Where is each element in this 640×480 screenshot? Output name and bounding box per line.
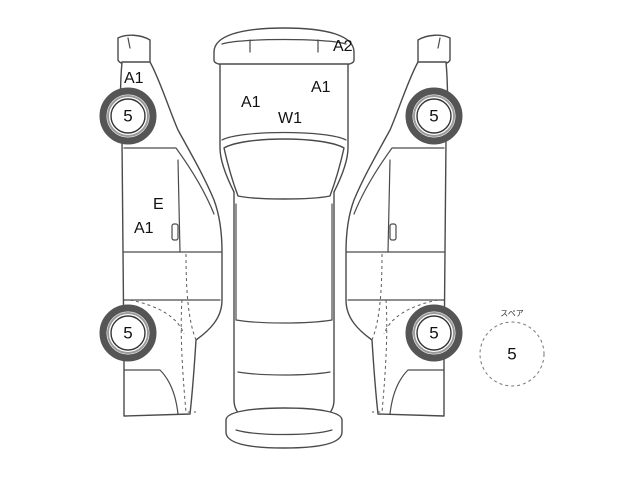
tire-front-left: 5	[99, 87, 157, 145]
spare-tire: スペア 5	[479, 309, 545, 387]
damage-code-hood-left: A1	[241, 94, 261, 111]
tire-front-right: 5	[405, 87, 463, 145]
roof-panel	[221, 131, 347, 141]
tire-front-left-value: 5	[123, 107, 132, 126]
tire-rear-left: 5	[99, 304, 157, 362]
damage-labels: A1 A2 A1 A1 W1 E A1	[124, 38, 353, 237]
damage-code-roof-right: A1	[311, 79, 331, 96]
spare-circle	[479, 321, 545, 387]
car-top-view	[213, 27, 355, 449]
tire-rear-left-value: 5	[123, 324, 132, 343]
damage-code-left-door-lower: A1	[134, 220, 154, 237]
tire-rear-right-value: 5	[429, 324, 438, 343]
damage-code-front-left-fender: A1	[124, 70, 144, 87]
spare-title: スペア	[500, 309, 523, 318]
windshield	[223, 138, 345, 200]
tire-rear-right: 5	[405, 304, 463, 362]
spare-value: 5	[507, 345, 516, 364]
front-bumper	[225, 407, 343, 449]
damage-code-left-door-upper: E	[153, 196, 164, 213]
damage-code-roof-rear: A2	[333, 38, 353, 55]
damage-code-windshield: W1	[278, 110, 302, 127]
tire-front-right-value: 5	[429, 107, 438, 126]
